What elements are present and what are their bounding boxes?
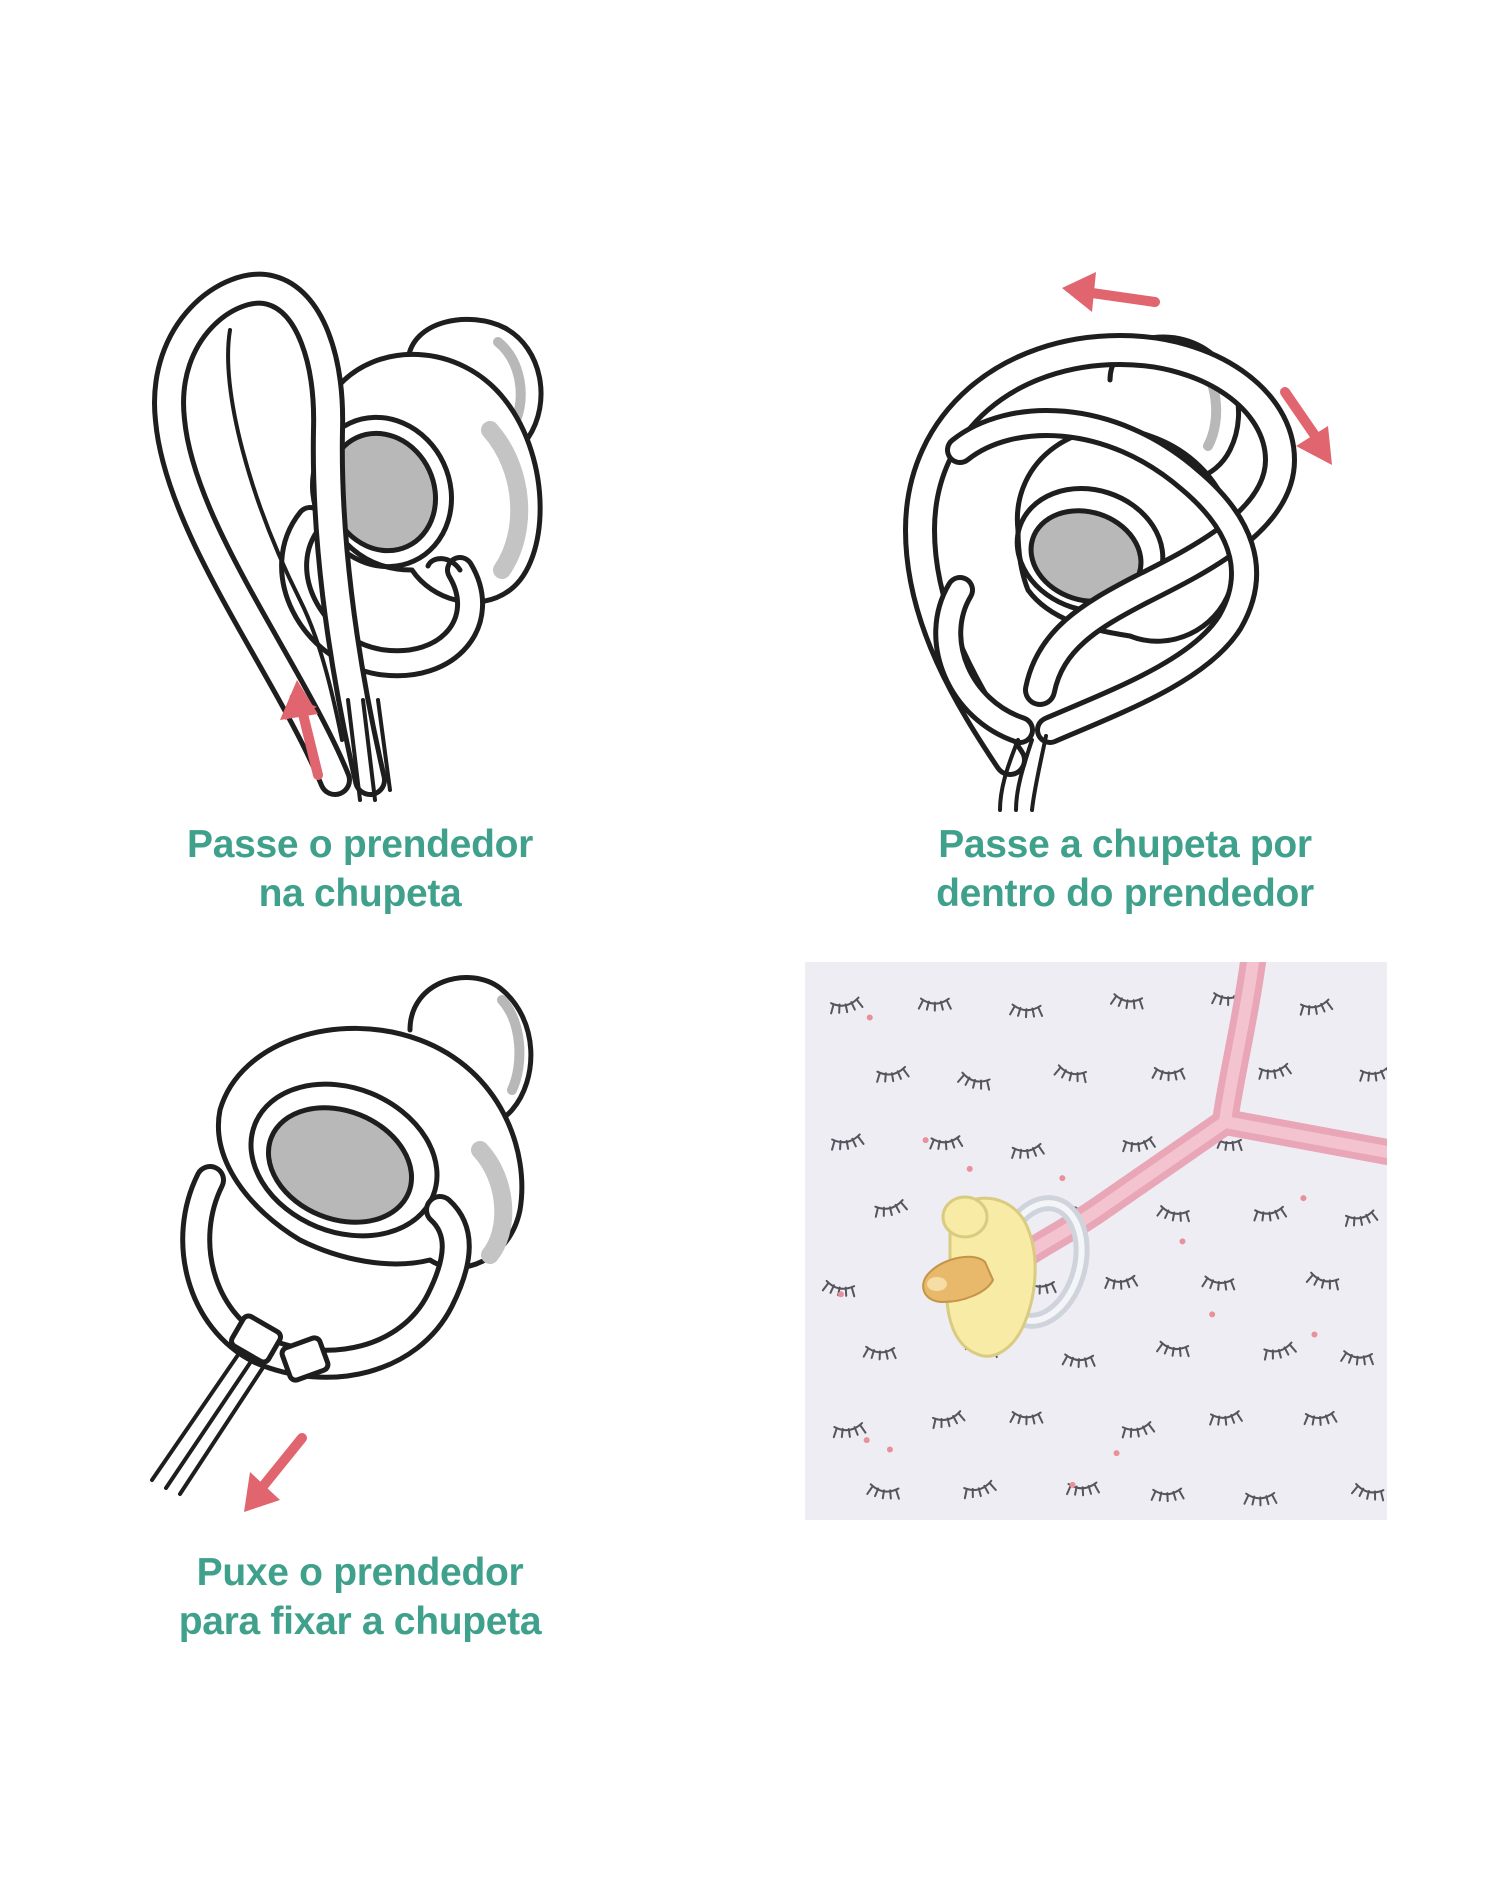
closed-eye-icon xyxy=(1121,1421,1156,1439)
step3-illustration xyxy=(150,974,534,1512)
muslin-fabric xyxy=(805,962,1387,1520)
closed-eye-icon xyxy=(831,1133,865,1151)
heart-dot-icon xyxy=(1059,1175,1066,1182)
closed-eye-icon xyxy=(929,1135,964,1151)
step3-caption: Puxe o prendedor para fixar a chupeta xyxy=(150,1548,570,1646)
closed-eye-icon xyxy=(1151,1066,1186,1082)
closed-eye-icon xyxy=(1201,1275,1236,1291)
closed-eye-icon xyxy=(862,1345,897,1361)
step2-caption-line2: dentro do prendedor xyxy=(936,872,1314,915)
closed-eye-icon xyxy=(1156,1205,1190,1223)
step2-caption-line1: Passe a chupeta por xyxy=(938,823,1312,866)
closed-eye-icon xyxy=(1303,1410,1338,1426)
closed-eye-icon xyxy=(1009,1003,1044,1019)
closed-eye-icon xyxy=(1053,1064,1088,1084)
closed-eye-icon xyxy=(1122,1136,1156,1153)
heart-dot-icon xyxy=(966,1165,973,1172)
step1-illustration xyxy=(152,271,544,802)
step1-arrow-up xyxy=(280,680,323,780)
closed-eye-icon xyxy=(1344,1209,1379,1228)
closed-eye-icon xyxy=(1209,1410,1243,1426)
heart-dot-icon xyxy=(1311,1331,1318,1338)
closed-eye-icon xyxy=(957,1071,991,1091)
product-photo xyxy=(805,962,1387,1520)
heart-dot-icon xyxy=(837,1291,844,1298)
closed-eye-icon xyxy=(866,1483,900,1500)
heart-dot-icon xyxy=(1179,1238,1186,1245)
closed-eye-icon xyxy=(1253,1205,1288,1222)
step3-nipple xyxy=(265,1105,415,1225)
heart-dot-icon xyxy=(863,1437,870,1444)
closed-eye-icon xyxy=(1359,1065,1387,1082)
closed-eye-icon xyxy=(1243,1491,1278,1507)
heart-dot-icon xyxy=(922,1137,929,1144)
closed-eye-icon xyxy=(1258,1062,1292,1080)
heart-dot-icon xyxy=(1300,1195,1307,1202)
step1-caption-line1: Passe o prendedor xyxy=(186,823,533,866)
step2-arrow-down-right xyxy=(1280,387,1332,465)
closed-eye-icon xyxy=(1104,1274,1139,1290)
closed-eye-icon xyxy=(1299,998,1334,1016)
closed-eye-icon xyxy=(1305,1271,1340,1291)
closed-eye-icon xyxy=(876,1065,910,1083)
closed-eye-icon xyxy=(874,1199,908,1218)
closed-eye-icon xyxy=(1150,1487,1185,1503)
step3-arrow-down-left xyxy=(244,1433,307,1512)
closed-eye-icon xyxy=(963,1479,997,1500)
closed-eye-icon xyxy=(830,996,864,1015)
closed-eye-icon xyxy=(1263,1341,1297,1361)
step2-arrow-left xyxy=(1062,272,1160,312)
step3-caption-line1: Puxe o prendedor xyxy=(196,1551,524,1594)
heart-dot-icon xyxy=(886,1446,893,1453)
closed-eye-icon xyxy=(917,997,952,1012)
closed-eye-icon xyxy=(832,1422,867,1439)
heart-dot-icon xyxy=(1069,1481,1076,1488)
closed-eye-icon xyxy=(1350,1482,1385,1502)
heart-dot-icon xyxy=(1113,1450,1120,1457)
closed-eye-icon xyxy=(1109,993,1144,1010)
heart-dot-icon xyxy=(1209,1311,1216,1318)
closed-eye-icon xyxy=(821,1279,856,1298)
step1-caption-line2: na chupeta xyxy=(258,872,462,915)
heart-dot-icon xyxy=(866,1014,873,1021)
step3-caption-line2: para fixar a chupeta xyxy=(178,1600,542,1643)
step1-caption: Passe o prendedor na chupeta xyxy=(150,820,570,918)
closed-eye-icon xyxy=(1061,1353,1096,1369)
step2-caption: Passe a chupeta por dentro do prendedor xyxy=(890,820,1360,918)
closed-eye-icon xyxy=(1156,1340,1190,1358)
closed-eye-icon xyxy=(1340,1350,1374,1366)
step2-illustration xyxy=(903,272,1332,812)
closed-eye-icon xyxy=(932,1410,966,1430)
pacifier-nipple xyxy=(922,1255,995,1304)
closed-eye-icon xyxy=(1009,1411,1044,1426)
step3-knot xyxy=(229,1313,283,1365)
closed-eye-icon xyxy=(1011,1142,1045,1159)
